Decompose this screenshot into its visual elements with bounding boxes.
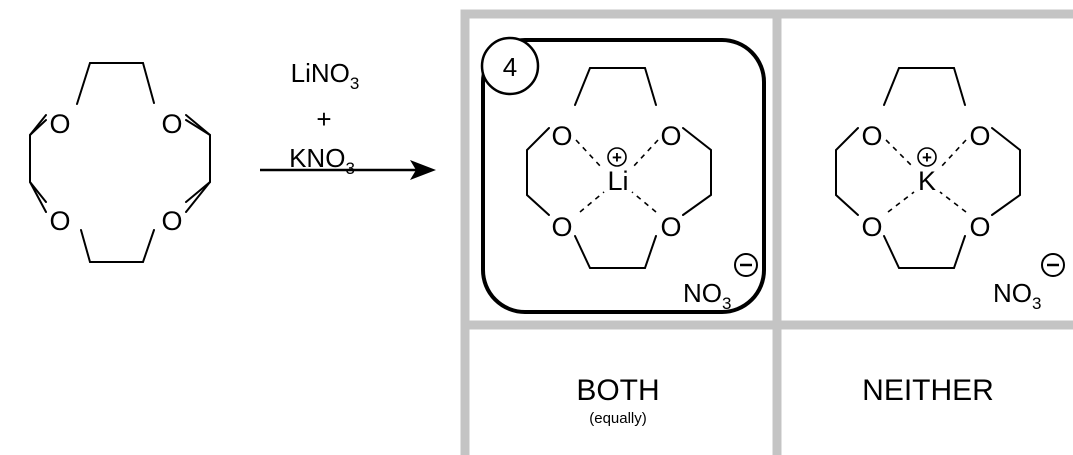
crown-ether-reactant: O O O O [29,62,211,263]
option-potassium-complex[interactable]: O O O O K + NO3 [835,67,1065,313]
k-counterion: NO3 [993,278,1041,313]
reaction-arrow-head [410,160,436,180]
li-counterion: NO3 [683,278,731,313]
potassium-cation: K [918,166,936,196]
option-both-note: (equally) [589,410,647,427]
selection-badge [480,36,540,96]
k-oxygen-top-left: O [861,121,882,151]
potassium-charge-sign: + [922,148,932,167]
reagent-linO3: LiNO3 [291,58,360,93]
reactant-oxygen-top-right: O [161,109,182,139]
lithium-cation: Li [607,166,628,196]
potassium-positive-charge-icon [917,147,937,167]
lithium-charge-sign: + [612,148,622,167]
reactant-oxygen-bottom-right: O [161,206,182,236]
selection-outline [481,38,766,314]
option-neither[interactable]: NEITHER [782,330,1073,455]
option-both[interactable]: BOTH (equally) [470,330,772,455]
option-neither-label: NEITHER [862,374,994,407]
k-oxygen-bottom-right: O [969,212,990,242]
k-oxygen-bottom-left: O [861,212,882,242]
selection-badge-number: 4 [503,52,517,82]
li-oxygen-bottom-left: O [551,212,572,242]
reactant-oxygen-top-left: O [49,109,70,139]
reactant-oxygen-bottom-left: O [49,206,70,236]
li-oxygen-bottom-right: O [660,212,681,242]
option-lithium-complex[interactable]: 4 O O O O Li + NO3 [480,36,766,314]
li-oxygen-top-left: O [551,121,572,151]
li-oxygen-top-right: O [660,121,681,151]
reagent-plus: + [316,104,331,134]
reagent-kno3: KNO3 [289,143,355,178]
option-both-label: BOTH [576,374,659,407]
lithium-positive-charge-icon [607,147,627,167]
k-oxygen-top-right: O [969,121,990,151]
reaction-arrow-group: LiNO3 + KNO3 [260,58,436,180]
answer-grid [460,9,1073,455]
